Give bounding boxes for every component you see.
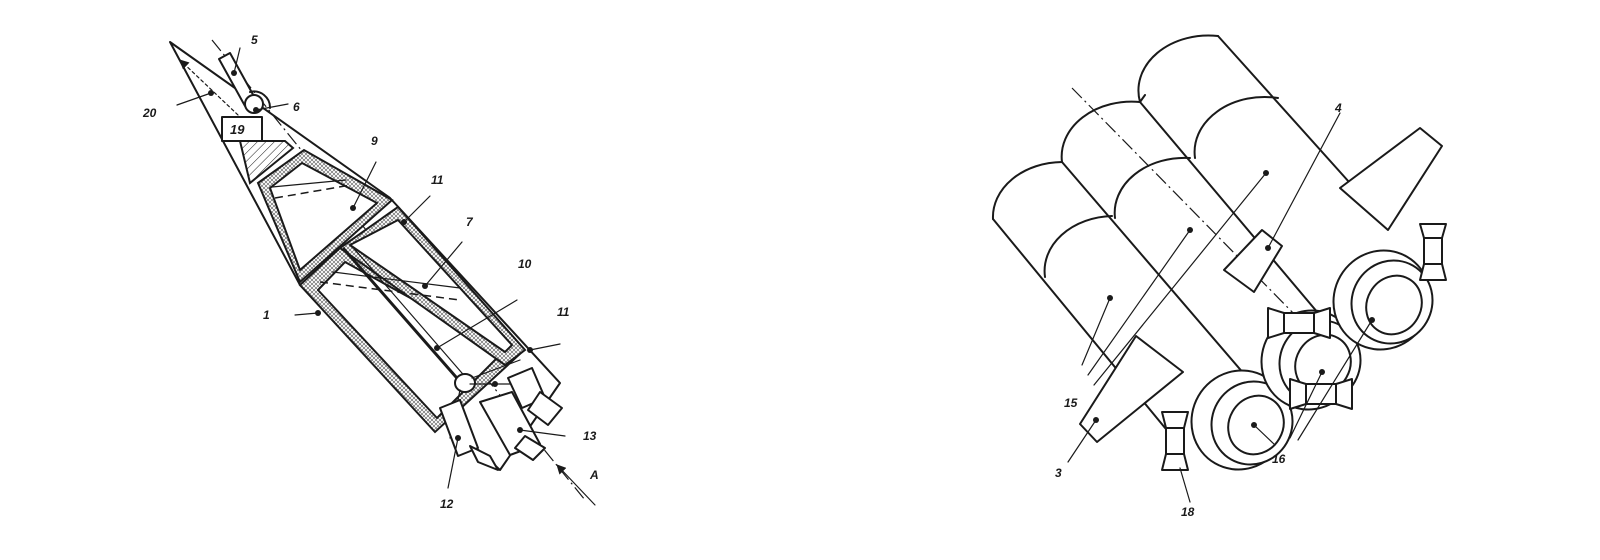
fin-top-right <box>1339 127 1443 231</box>
label-18: 18 <box>1181 505 1195 519</box>
leader-6 <box>255 103 289 111</box>
tank-9-line <box>271 179 347 188</box>
cyl3-top-edge <box>1217 35 1359 193</box>
dot-7 <box>422 283 428 289</box>
leader-3 <box>1067 419 1097 463</box>
leader-7 <box>424 241 463 287</box>
partition-7-inner <box>349 243 469 381</box>
dot-4 <box>1265 245 1271 251</box>
cyl2-top-arc <box>1060 100 1141 163</box>
dot-16b <box>1319 369 1325 375</box>
leader-15a <box>1081 297 1111 366</box>
dot-1 <box>315 310 321 316</box>
label-15: 15 <box>1064 396 1078 410</box>
tank-end-3 <box>1332 249 1434 351</box>
sensor-6-arc <box>249 90 272 109</box>
cyl1-bottom-edge <box>992 218 1176 441</box>
thruster-block-mid-2 <box>1289 378 1353 410</box>
label-12: 12 <box>440 497 454 511</box>
cyl1-top-edge <box>1061 161 1276 411</box>
leader-16a <box>1253 424 1276 446</box>
dot-5 <box>231 70 237 76</box>
pipe-3 <box>471 359 521 379</box>
label-3: 3 <box>1055 466 1062 480</box>
dot-15a <box>1107 295 1113 301</box>
tank-9-inner <box>269 162 378 271</box>
label-A: A <box>589 468 599 482</box>
leader-11b <box>529 343 561 351</box>
thruster-12-nozzle <box>469 445 499 471</box>
dot-10 <box>434 345 440 351</box>
cyl2-seam <box>1113 156 1191 219</box>
thruster-12-body <box>439 399 479 457</box>
box-19 <box>221 116 263 142</box>
cyl2-top-edge <box>1139 101 1346 346</box>
dot-12 <box>455 435 461 441</box>
cyl3-joint <box>1139 94 1146 103</box>
thruster-block-mid-1 <box>1267 307 1331 339</box>
leader-15c <box>1093 172 1267 386</box>
inner-dash-line <box>319 281 461 301</box>
dot-13 <box>517 427 523 433</box>
dot-15c <box>1263 170 1269 176</box>
label-10: 10 <box>518 257 532 271</box>
leader-16c <box>1297 319 1373 441</box>
dot-16a <box>1251 422 1257 428</box>
leader-13 <box>519 429 566 437</box>
leader-4 <box>1267 112 1341 249</box>
cyl3-seam <box>1193 95 1279 159</box>
leader-18 <box>1179 467 1191 503</box>
dot-9 <box>350 205 356 211</box>
leader-15b <box>1087 229 1191 376</box>
label-9: 9 <box>371 134 378 148</box>
valve-node <box>454 373 476 393</box>
label-1: 1 <box>263 308 270 322</box>
partition-7 <box>341 247 465 386</box>
dot-15b <box>1187 227 1193 233</box>
dot-16c <box>1369 317 1375 323</box>
label-11b: 11 <box>557 305 570 319</box>
label-4: 4 <box>1334 101 1342 115</box>
thruster-a-nozzle <box>527 391 563 426</box>
cyl1-top-arc <box>991 161 1063 220</box>
leader-9 <box>352 161 377 209</box>
label-16: 16 <box>1272 452 1286 466</box>
dot-20 <box>208 90 214 96</box>
label-11a: 11 <box>431 173 444 187</box>
cyl1-seam <box>1043 215 1113 278</box>
hatched-block <box>238 140 295 185</box>
leader-12 <box>447 437 459 489</box>
right-figure: 4 15 3 16 18 <box>991 34 1447 519</box>
thruster-13-nozzle <box>514 435 546 461</box>
leader-20 <box>176 92 212 106</box>
label-20: 20 <box>142 106 157 120</box>
dot-valve <box>492 381 498 387</box>
thruster-block-top-right <box>1419 223 1447 281</box>
label-6: 6 <box>293 100 300 114</box>
leader-10 <box>436 299 518 349</box>
label-19: 19 <box>230 122 245 137</box>
inner-line-7 <box>332 271 461 289</box>
leader-16b <box>1289 371 1323 439</box>
dot-11a <box>401 219 407 225</box>
right-axis-line <box>1071 87 1301 321</box>
tip-arrow <box>179 59 239 116</box>
leader-5 <box>233 47 241 74</box>
dot-11b <box>527 347 533 353</box>
label-7: 7 <box>466 215 474 229</box>
cyl3-top-arc <box>1137 34 1219 103</box>
label-13: 13 <box>583 429 597 443</box>
arrow-a <box>556 464 596 506</box>
left-figure: 5 6 20 19 9 11 7 10 11 1 13 12 A <box>142 33 599 511</box>
fin-3 <box>1079 335 1184 443</box>
dot-3 <box>1093 417 1099 423</box>
dot-6 <box>253 107 259 113</box>
thruster-block-18 <box>1161 411 1189 471</box>
label-5: 5 <box>251 33 258 47</box>
leader-11a <box>403 195 431 223</box>
upper-tank-inner <box>349 219 513 353</box>
leader-1 <box>294 312 319 316</box>
